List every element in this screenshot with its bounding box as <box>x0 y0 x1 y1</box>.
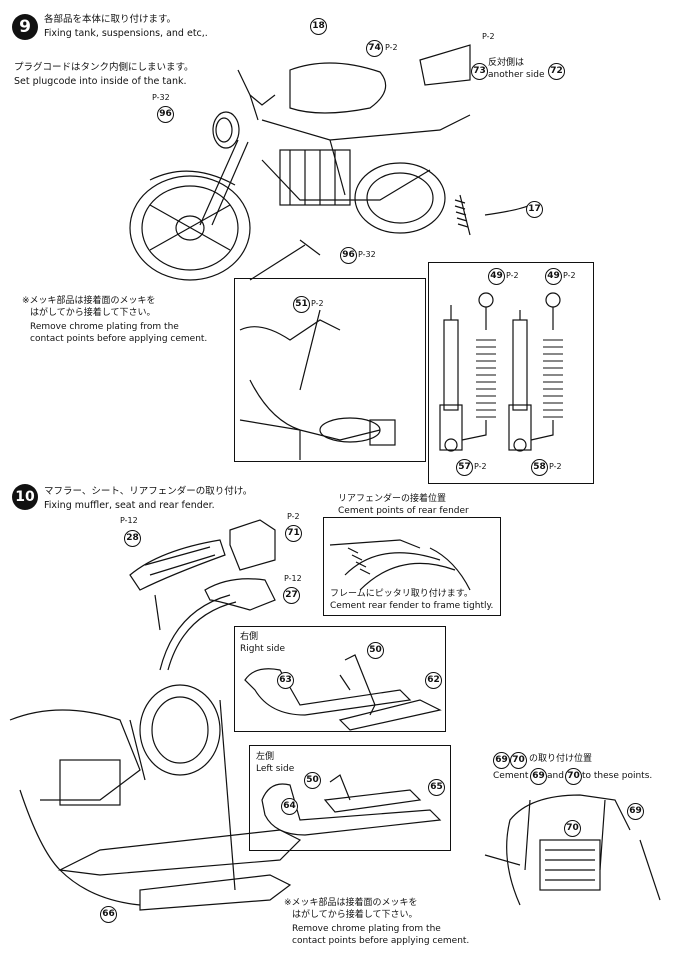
fender-tight-jp: フレームにピッタリ取り付けます。 <box>330 589 473 599</box>
step-9-title-en: Fixing tank, suspensions, and etc,. <box>44 28 208 39</box>
cement-note-70: 70 <box>510 752 527 769</box>
part-49-right-callout: 49 <box>545 268 562 285</box>
step9-chrome-note-3: Remove chrome plating from the <box>30 322 179 332</box>
part-58-callout: 58 <box>531 459 548 476</box>
right-side-en: Right side <box>240 644 285 654</box>
step9-chrome-note-2: はがしてから接着して下さい。 <box>30 308 156 318</box>
plug-note-jp: プラグコードはタンク内側にしまいます。 <box>14 62 194 73</box>
part-51-callout: 51 <box>293 296 310 313</box>
cement-note-en-70: 70 <box>565 768 582 785</box>
step9-chrome-note-4: contact points before applying cement. <box>30 334 208 344</box>
plug-detail-box <box>234 278 426 462</box>
part-65-callout: 65 <box>428 779 445 796</box>
rear-fender-detail-drawing <box>329 539 471 591</box>
plug-note-en: Set plugcode into inside of the tank. <box>14 76 187 87</box>
fender-tight-en: Cement rear fender to frame tightly. <box>330 601 494 611</box>
step-10-title-jp: マフラー、シート、リアフェンダーの取り付け。 <box>44 486 253 497</box>
part-71-callout: 71 <box>285 525 302 542</box>
part-96-top-ref: P-32 <box>152 93 170 102</box>
part-73-callout: 73 <box>471 63 488 80</box>
part-74-callout: 74 <box>366 40 383 57</box>
part-49-right-ref: P-2 <box>563 271 576 280</box>
part-96-bottom-ref: P-32 <box>358 250 376 259</box>
rear-fender-detail-box <box>323 517 501 616</box>
cement-note-69: 69 <box>493 752 510 769</box>
left-side-jp: 左側 <box>256 752 275 762</box>
step-10-title-en: Fixing muffler, seat and rear fender. <box>44 500 215 511</box>
fender-box-title-jp: リアフェンダーの接着位置 <box>338 494 447 504</box>
part-27-callout: 27 <box>283 587 300 604</box>
part-17-callout: 17 <box>526 201 543 218</box>
step10-chrome-note-1: ※メッキ部品は接着面のメッキを <box>284 898 418 908</box>
part-63-callout: 63 <box>277 672 294 689</box>
step-9-number: 9 <box>12 14 38 40</box>
fender-box-title-en: Cement points of rear fender <box>338 506 469 516</box>
cement-note-en-69: 69 <box>530 768 547 785</box>
part-71-ref: P-2 <box>287 512 300 521</box>
shock-detail-box <box>428 262 594 484</box>
left-side-detail-box <box>249 745 451 851</box>
cowl-ref: P-2 <box>482 32 495 41</box>
step-10-number: 10 <box>12 484 38 510</box>
part-28-callout: 28 <box>124 530 141 547</box>
part-74-ref: P-2 <box>385 43 398 52</box>
shock-absorber-drawing <box>439 292 563 452</box>
step10-chrome-note-3: Remove chrome plating from the <box>292 924 441 934</box>
step10-chrome-note-2: はがしてから接着して下さい。 <box>292 910 418 920</box>
other-side-en: another side <box>488 70 545 80</box>
motorcycle-drawing-step10 <box>9 684 302 911</box>
part-72-callout: 72 <box>548 63 565 80</box>
cement-note-en-a: Cement <box>493 771 529 781</box>
step-9-title-jp: 各部品を本体に取り付けます。 <box>44 14 177 25</box>
part-62-callout: 62 <box>425 672 442 689</box>
step10-chrome-note-4: contact points before applying cement. <box>292 936 470 946</box>
part-57-callout: 57 <box>456 459 473 476</box>
motorcycle-drawing-step9 <box>129 44 531 281</box>
part-96-top-callout: 96 <box>157 106 174 123</box>
left-side-en: Left side <box>256 764 295 774</box>
right-side-jp: 右側 <box>240 632 259 642</box>
plug-detail-drawing <box>239 309 396 460</box>
part-58-ref: P-2 <box>549 462 562 471</box>
part-28-ref: P-12 <box>120 516 138 525</box>
part-18-callout: 18 <box>310 18 327 35</box>
right-muffler-drawing <box>244 654 442 731</box>
seat-fender-drawing <box>129 519 276 671</box>
cement-note-en-b: and <box>547 771 564 781</box>
part-27-ref: P-12 <box>284 574 302 583</box>
cement-note-jp: の取り付け位置 <box>529 754 593 764</box>
left-muffler-drawing <box>261 774 442 836</box>
part-69-callout: 69 <box>627 803 644 820</box>
part-96-bottom-callout: 96 <box>340 247 357 264</box>
part-70-callout: 70 <box>564 820 581 837</box>
part-50-left-callout: 50 <box>304 772 321 789</box>
part69-70-detail-drawing <box>484 794 661 906</box>
part-64-callout: 64 <box>281 798 298 815</box>
part-50-right-callout: 50 <box>367 642 384 659</box>
part-66-callout: 66 <box>100 906 117 923</box>
cement-note-en-c: to these points. <box>582 771 653 781</box>
step9-chrome-note-1: ※メッキ部品は接着面のメッキを <box>22 296 156 306</box>
part-57-ref: P-2 <box>474 462 487 471</box>
other-side-jp: 反対側は <box>488 58 525 68</box>
part-51-ref: P-2 <box>311 299 324 308</box>
part-49-left-callout: 49 <box>488 268 505 285</box>
part-49-left-ref: P-2 <box>506 271 519 280</box>
right-side-detail-box <box>234 626 446 732</box>
